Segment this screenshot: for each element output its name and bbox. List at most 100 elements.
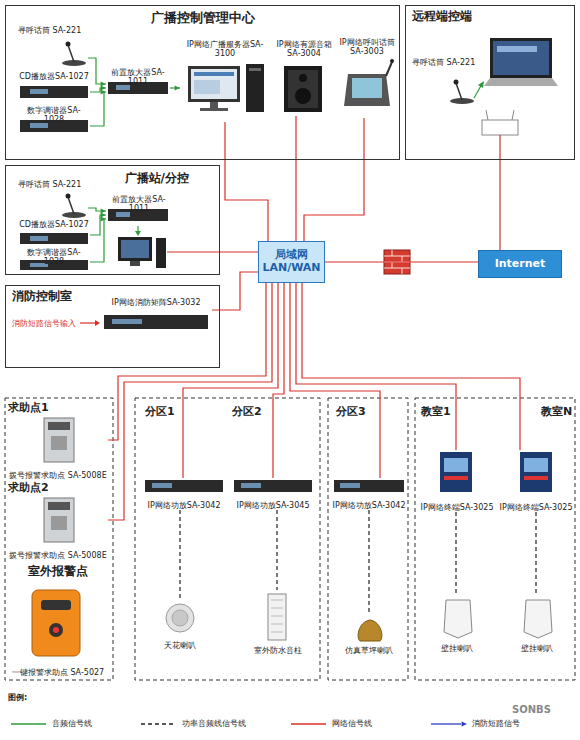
device-label: CD播放器SA-1027 — [18, 72, 90, 81]
network-line — [304, 118, 364, 241]
device: 前置放大器SA-1011 — [106, 68, 170, 98]
device-label: 壁挂喇叭 — [508, 644, 566, 653]
device-label: IP网络终端SA-3025 — [498, 503, 574, 512]
device: IP网络功放SA-3045 — [232, 478, 314, 510]
terminal-icon — [440, 452, 552, 492]
connector-line — [183, 283, 278, 478]
column-speaker-icon — [268, 594, 286, 640]
speaker: 壁挂喇叭 — [428, 595, 486, 653]
device-label: IP网络功放SA-3045 — [232, 501, 314, 510]
zone-label: 教室1 — [421, 404, 451, 419]
legend-text: 消防短路信号 — [472, 718, 520, 729]
audio-line — [90, 89, 106, 126]
device-label: 天花喇叭 — [150, 641, 210, 650]
device: 数字调谐器SA-1028 — [18, 106, 90, 136]
audio-line — [90, 216, 106, 262]
device-label: IP网络终端SA-3025 — [418, 503, 496, 512]
audio-line — [88, 58, 106, 87]
device: IP网络呼叫话筒 SA-3003 — [338, 38, 396, 118]
arrowhead — [175, 85, 180, 90]
network-hub: 局域网 LAN/WAN — [258, 241, 325, 283]
device: IP网络有源音箱SA-3004 — [274, 40, 334, 116]
arrowhead — [101, 216, 106, 221]
device-label: IP网络功放SA-3042 — [332, 501, 406, 510]
arrowhead — [462, 721, 467, 726]
help-point: 室外报警点一键报警求助点 SA-5027 — [8, 565, 108, 677]
device-label: IP网络广播服务器SA-3100 — [180, 40, 270, 58]
connector-line — [225, 122, 268, 241]
device-label: 数字调谐器SA-1028 — [18, 248, 90, 266]
device-label: 前置放大器SA-1011 — [106, 68, 170, 86]
help-point: 求助点2拨号报警求助点 SA-5008E — [8, 482, 108, 560]
device: IP网络广播服务器SA-3100 — [180, 40, 270, 122]
device-label: 数字调谐器SA-1028 — [18, 106, 90, 124]
network-line — [325, 262, 478, 263]
zone-label: 分区1 — [145, 404, 175, 419]
wall-speaker-icon — [444, 600, 552, 638]
connector-line — [90, 92, 106, 126]
help-point-icon — [44, 418, 74, 542]
connector-line — [368, 510, 369, 615]
device: IP网络终端SA-3025 — [418, 450, 496, 512]
mic-icon — [62, 42, 474, 219]
device-label: 拨号报警求助点 SA-5008E — [8, 551, 108, 560]
connector-line — [290, 283, 380, 478]
device-label: 前置放大器SA-1011 — [106, 195, 172, 213]
network-line — [296, 283, 456, 450]
device: 寻呼话筒 SA-221 — [412, 58, 476, 106]
device: IP网络功放SA-3042 — [143, 478, 225, 510]
legend-item: 消防短路信号 — [430, 718, 520, 729]
region-title: 广播控制管理中心 — [6, 6, 399, 26]
legend-line — [430, 719, 468, 729]
call-station-icon — [344, 59, 394, 106]
network-line — [290, 283, 380, 478]
device-label: 拨号报警求助点 SA-5008E — [8, 471, 108, 480]
zone-label: 教室N — [541, 404, 572, 419]
region-panel: 广播控制管理中心寻呼话筒 SA-221CD播放器SA-1027 数字调谐器SA-1… — [5, 5, 400, 160]
connector-line — [276, 510, 277, 590]
connector-line — [273, 283, 284, 478]
device: 寻呼话筒 SA-221 — [18, 180, 88, 218]
region-panel: 远程端控端寻呼话筒 SA-221 — [405, 5, 575, 160]
connector-line — [88, 58, 106, 84]
network-line — [108, 283, 272, 520]
connector-line — [535, 512, 536, 595]
device-label: 寻呼话筒 SA-221 — [18, 26, 88, 35]
watermark: SONBS — [512, 704, 551, 715]
device: 数字调谐器SA-1028 — [18, 248, 90, 272]
rack-detail — [30, 85, 360, 488]
network-line — [212, 272, 258, 310]
device-label: CD播放器SA-1027 — [18, 220, 90, 229]
device-label: 室外防水音柱 — [245, 646, 310, 655]
legend-text: 网络信号线 — [332, 718, 372, 729]
legend-line — [10, 719, 48, 729]
device-label: 壁挂喇叭 — [428, 644, 486, 653]
zone-label: 分区3 — [336, 404, 366, 419]
grass-speaker-icon — [358, 620, 382, 641]
device: IP网络消防矩阵SA-3032 — [100, 298, 212, 338]
power-line — [536, 512, 537, 595]
device-label: 寻呼话筒 SA-221 — [18, 180, 88, 189]
connector-line — [304, 118, 364, 241]
audio-line — [88, 208, 106, 214]
power-line — [456, 512, 457, 595]
region-title: 远程端控端 — [406, 6, 574, 24]
device-label: 仿真草坪喇叭 — [335, 646, 403, 655]
legend-item: 功率音频线信号线 — [140, 718, 246, 729]
connector-line — [296, 283, 456, 450]
audio-line — [170, 85, 180, 90]
internet-box: Internet — [478, 250, 562, 278]
legend-title: 图例: — [8, 692, 27, 703]
arrowhead — [101, 89, 106, 94]
connector-line — [212, 272, 258, 310]
speaker: 室外防水音柱 — [245, 590, 310, 655]
device: CD播放器SA-1027 — [18, 220, 90, 246]
speaker: 仿真草坪喇叭 — [335, 615, 403, 655]
connector-line — [325, 261, 478, 262]
connector-line — [455, 512, 456, 595]
device-label: IP网络有源音箱SA-3004 — [274, 40, 334, 58]
device-label: IP网络消防矩阵SA-3032 — [100, 298, 212, 307]
legend-item: 音频信号线 — [10, 718, 92, 729]
device: IP网络终端SA-3025 — [498, 450, 574, 512]
